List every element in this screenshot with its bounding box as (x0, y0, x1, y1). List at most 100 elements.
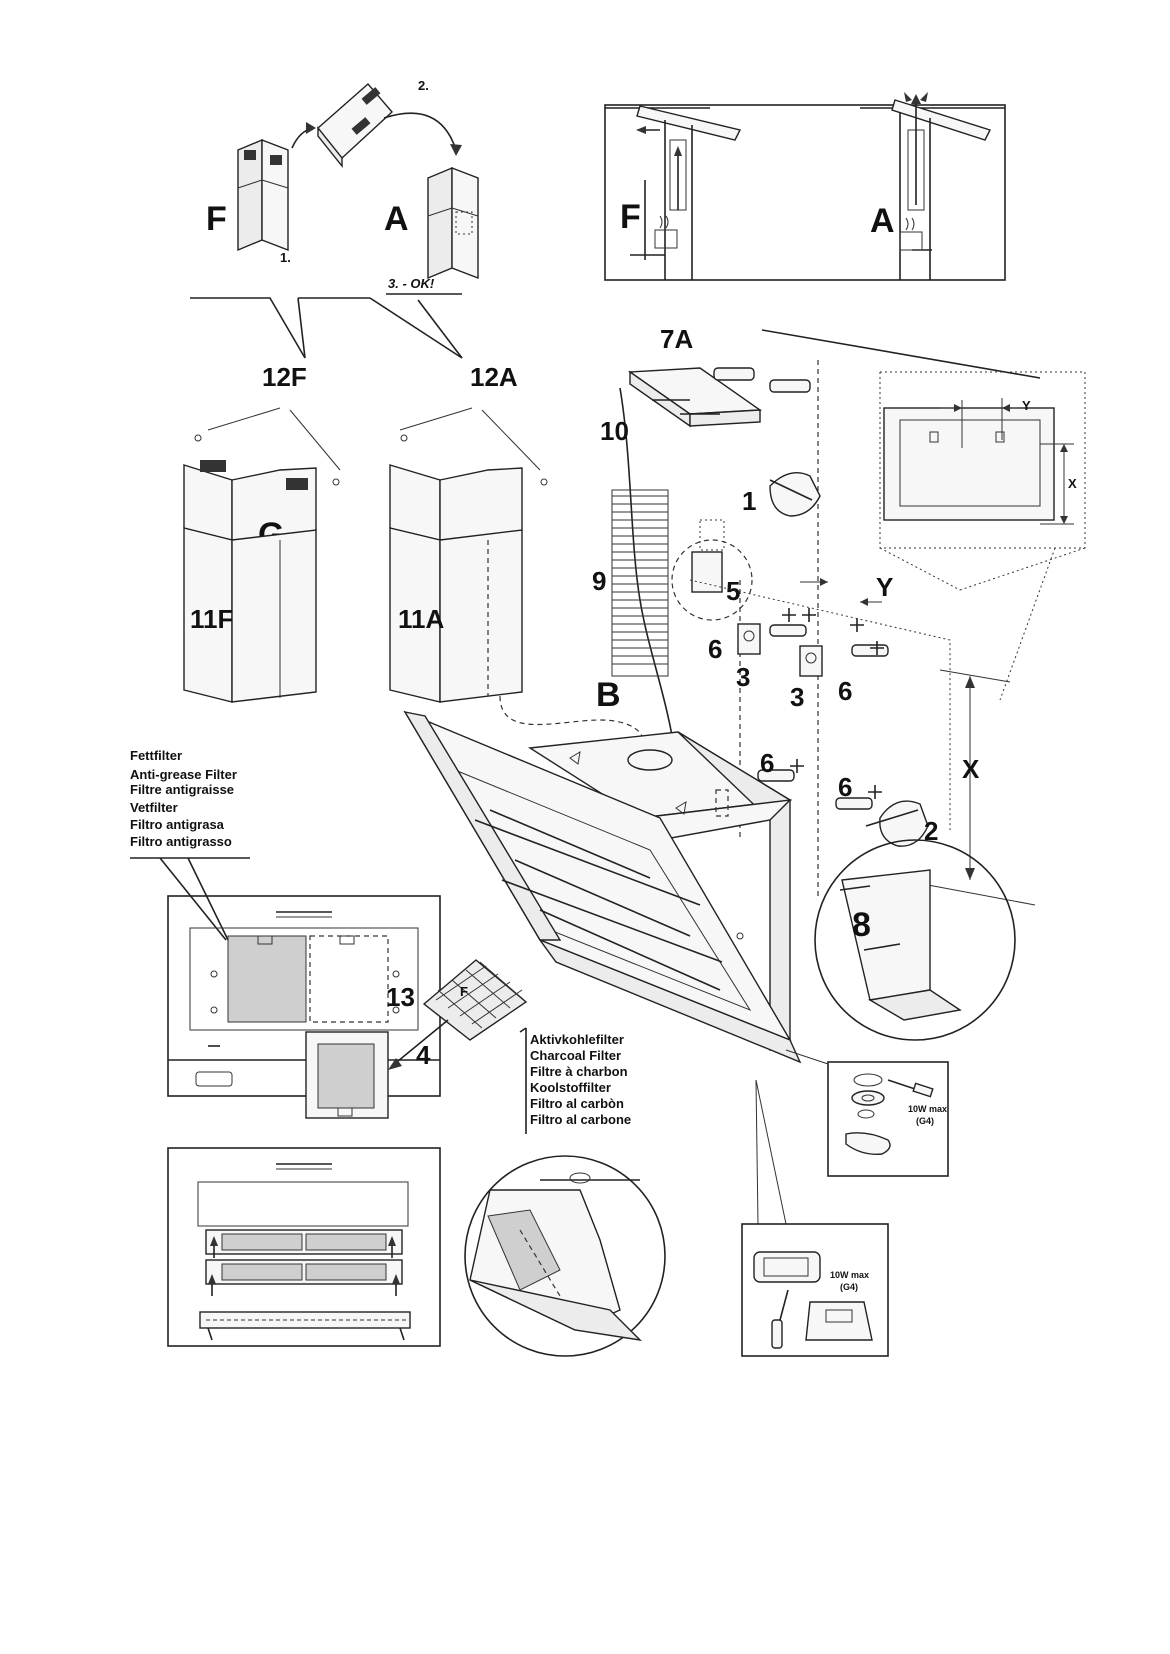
charcoal-filter-name-5: Filtro al carbone (530, 1112, 631, 1127)
part-12a-label: 12A (470, 362, 518, 392)
grease-filter-name-3: Vetfilter (130, 800, 178, 815)
dim-x-label: X (962, 754, 980, 784)
cable-entry (715, 789, 729, 817)
grease-filter-name-4: Filtro antigrasa (130, 817, 225, 832)
hook-outline (699, 519, 725, 551)
wall-bracket-3a (737, 623, 761, 655)
charcoal-filter-icon: F (422, 959, 528, 1041)
grease-filter-name-5: Filtro antigrasso (130, 834, 232, 849)
wall-bracket-3b (799, 645, 823, 677)
num-6-label-c: 6 (760, 748, 774, 778)
air-deflector (317, 83, 393, 168)
grease-filter (227, 935, 307, 1023)
section-label-f: F (620, 198, 641, 236)
arrow-mark (569, 751, 581, 765)
num-6-label-b: 6 (838, 676, 852, 706)
chimney-ducted-version (427, 166, 479, 280)
lower-chimney-11a: 11A (389, 527, 523, 703)
screw-icon (400, 434, 408, 442)
hook-detail-circle (671, 539, 753, 621)
lamp-pointer-2a (755, 1079, 787, 1225)
step-1-label: 1. (280, 250, 291, 265)
insert-arrow-head (388, 1058, 402, 1070)
x-top-ref (939, 669, 1011, 683)
screw-icon (332, 478, 340, 486)
cooker-hood (403, 710, 802, 1064)
part-13-label: 13 (386, 982, 415, 1012)
label-f: F (206, 200, 227, 238)
screw-hole (736, 932, 744, 940)
charcoal-filter-name-1: Charcoal Filter (530, 1048, 621, 1063)
part-11f-label: 11F (190, 604, 233, 634)
lamp-replacement-panel-1: 10W max (G4) (785, 1049, 949, 1177)
wall-plugs (713, 367, 889, 810)
upper-chimney-12a (389, 407, 541, 541)
num-6-label-a: 6 (708, 634, 722, 664)
charcoal-filter-label-block: Aktivkohlefilter Charcoal Filter Filtre … (519, 1027, 631, 1134)
section-label-a: A (870, 202, 895, 240)
grease-filter-name-0: Fettfilter (130, 748, 182, 763)
filter-panel-removal-view (167, 1147, 441, 1347)
ceiling-line (761, 329, 1041, 379)
screwdriver-icon (779, 1289, 789, 1321)
lamp-spec-1: 10W max (908, 1104, 947, 1114)
label-a: A (384, 200, 409, 238)
part-b-label: B (596, 676, 621, 714)
num-6-label-d: 6 (838, 772, 852, 802)
dim-y-label: Y (876, 572, 893, 602)
charcoal-filter-name-4: Filtro al carbòn (530, 1096, 624, 1111)
lamp-spec-1b: (G4) (916, 1116, 934, 1126)
grease-filter-slot (309, 935, 389, 1023)
step-3-label: 3. - OK! (388, 276, 435, 291)
screw-icon (540, 478, 548, 486)
dim-x-small-label: X (1068, 476, 1077, 491)
lamp-pointer (785, 1049, 829, 1065)
screw-icon (194, 434, 202, 442)
x-arrow-down (965, 868, 975, 880)
hood-underside-view: 13 4 F (167, 895, 528, 1119)
arrow-2-head (450, 144, 462, 156)
wall-mounting-assembly: 7A 10 9 5 (403, 324, 1086, 1064)
grease-filter-name-1: Anti-grease Filter (130, 767, 237, 782)
charcoal-filter-name-3: Koolstoffilter (530, 1080, 611, 1095)
charcoal-filter-name-2: Filtre à charbon (530, 1064, 628, 1079)
duct-outlet (627, 749, 673, 771)
glass-panel-detail-circle (464, 1155, 666, 1357)
hook-bracket (691, 551, 723, 593)
grease-filter-name-2: Filtre antigraisse (130, 782, 234, 797)
part-8-label: 8 (852, 906, 871, 944)
hood-alignment-inset: Y X (879, 371, 1086, 701)
filter-f-label: F (460, 984, 468, 999)
hand-icon (845, 1132, 891, 1155)
grease-filter-label-block: Fettfilter Anti-grease Filter Filtre ant… (130, 748, 250, 941)
step-2-number: 2 (924, 816, 938, 846)
num-3-label-a: 3 (736, 662, 750, 692)
y-arrow-left (860, 598, 868, 606)
lamp-replacement-panel-2: 10W max (G4) (741, 1079, 889, 1357)
lamp-spec-2b: (G4) (840, 1282, 858, 1292)
chimney-filter-version (237, 138, 289, 252)
charcoal-filter-name-0: Aktivkohlefilter (530, 1032, 624, 1047)
lamp-spec-2: 10W max (830, 1270, 869, 1280)
charcoal-filter-installed (317, 1043, 375, 1109)
y-arrow-right (820, 578, 828, 586)
num-3-label-b: 3 (790, 682, 804, 712)
drill-marks (782, 608, 884, 799)
part-9-label: 9 (592, 566, 606, 596)
conversion-illustration: 2. F A 1. 3. - OK! (206, 78, 479, 295)
flexible-duct-9 (611, 489, 669, 677)
hand-marking-icon (769, 472, 821, 517)
part-12f-label: 12F (262, 362, 307, 392)
ventilation-section-panel: F A (604, 92, 1006, 281)
part-5-label: 5 (726, 576, 740, 606)
arrow-mark (675, 801, 687, 815)
screw-detail-circle: 8 (814, 839, 1016, 1041)
part-7a-label: 7A (660, 324, 693, 354)
lamp-pointer-2b (755, 1079, 759, 1225)
insert-arrow (391, 1019, 449, 1067)
hood-outline-on-wall (689, 579, 951, 830)
part-11a-label: 11A (398, 604, 444, 634)
arrow-1-head (306, 122, 316, 134)
step-2-label: 2. (418, 78, 429, 93)
